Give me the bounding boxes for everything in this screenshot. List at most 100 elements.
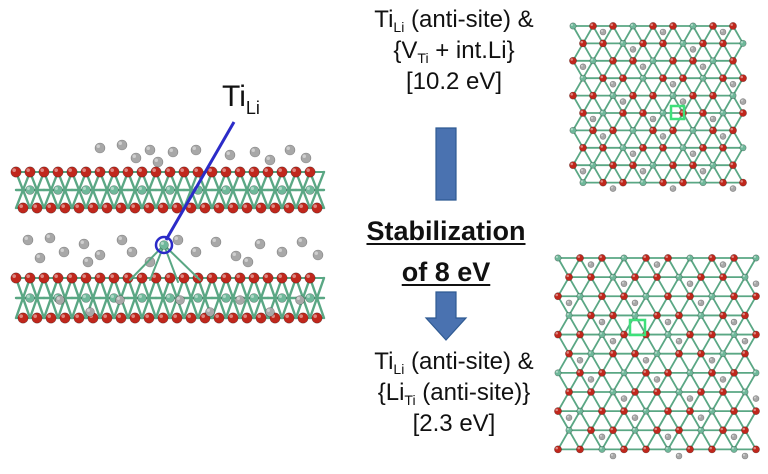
o-atom-shine [588, 274, 591, 278]
bond [711, 371, 724, 393]
ti-atom-shine [570, 23, 573, 26]
o-atom-shine [698, 389, 701, 392]
ti-atom [81, 185, 91, 195]
o-atom [311, 312, 323, 324]
o-atom [52, 272, 64, 284]
o-atom-shine [243, 314, 247, 318]
ti-atom [709, 57, 717, 65]
ti-atom [649, 161, 657, 169]
li-atom-shine [192, 146, 196, 150]
li-atom [739, 98, 747, 105]
o-atom-shine [306, 274, 310, 278]
bond [744, 352, 757, 374]
bond [667, 257, 680, 279]
o-atom [129, 312, 141, 324]
li-atom [729, 185, 737, 192]
li-atom-shine [36, 254, 40, 258]
li-atom-shine [116, 296, 121, 300]
li-atom [659, 133, 667, 140]
o-atom-shine [299, 204, 303, 208]
li-atom [116, 139, 128, 151]
li-atom [689, 46, 697, 53]
o-atom-shine [299, 314, 303, 318]
li-atom [752, 395, 760, 402]
o-atom [598, 292, 606, 301]
li-atom-shine [660, 134, 663, 137]
bond [744, 391, 757, 413]
ti-atom [708, 407, 716, 415]
li-atom [642, 357, 650, 364]
o-atom [213, 202, 225, 214]
ti-atom-shine [731, 447, 734, 450]
bond [579, 276, 592, 298]
ti-atom [589, 57, 597, 65]
bond [722, 295, 735, 317]
bond [601, 429, 614, 451]
o-atom-shine [588, 312, 591, 316]
li-atom-shine [128, 248, 132, 252]
o-atom [576, 445, 584, 454]
li-atom-shine [709, 358, 712, 361]
bond [634, 276, 647, 298]
o-atom [304, 272, 316, 284]
bond [711, 276, 724, 298]
o-atom-shine [610, 162, 613, 166]
ti-atom-shine [577, 408, 580, 412]
o-atom [38, 272, 50, 284]
o-atom [17, 202, 29, 214]
o-atom-shine [180, 274, 184, 278]
lattice-top-view-lower [554, 254, 760, 460]
bond [744, 371, 757, 393]
o-atom-shine [600, 180, 603, 183]
ti-atom-shine [590, 58, 593, 61]
o-atom [565, 349, 573, 358]
o-atom-shine [117, 314, 121, 318]
o-atom-shine [159, 204, 163, 208]
li-atom [639, 63, 647, 71]
ti-atom [277, 185, 287, 195]
o-atom-shine [12, 274, 16, 278]
o-atom [631, 388, 639, 396]
bond [634, 429, 647, 451]
li-atom-shine [154, 158, 158, 162]
bond [557, 391, 570, 413]
o-atom-shine [698, 351, 701, 354]
ti-atom [631, 426, 639, 434]
li-atom [579, 167, 587, 175]
bond [711, 295, 724, 317]
o-atom [664, 292, 672, 301]
o-atom-shine [742, 427, 745, 431]
o-atom-shine [753, 408, 756, 412]
o-atom [609, 161, 617, 170]
o-atom-shine [68, 168, 72, 172]
o-atom-shine [566, 274, 569, 278]
li-atom [675, 452, 683, 460]
bond [702, 59, 714, 80]
li-atom-shine [206, 308, 210, 312]
bond [557, 257, 570, 279]
li-atom-shine [643, 358, 646, 361]
o-atom [653, 426, 661, 435]
li-atom-shine [96, 144, 100, 148]
ti-atom [631, 311, 639, 319]
o-atom [59, 202, 71, 214]
o-atom [234, 272, 246, 284]
li-atom [609, 185, 617, 192]
o-atom-shine [700, 40, 703, 44]
bond [700, 314, 713, 336]
li-atom-shine [720, 134, 723, 137]
o-atom-shine [566, 389, 569, 392]
top-configuration-text: TiLi (anti-site) & {VTi + int.Li} [10.2 … [338, 8, 570, 94]
li-atom [190, 144, 202, 156]
bond [623, 391, 636, 413]
bond [656, 371, 669, 393]
ti-li-pointer-line [164, 121, 236, 241]
li-atom [619, 98, 627, 105]
ti-atom-shine [250, 294, 254, 298]
stabilization-line2: of 8 eV [401, 257, 491, 287]
bond [733, 410, 746, 432]
li-atom-shine [740, 99, 743, 102]
li-atom-shine [665, 319, 668, 323]
ti-atom-shine [650, 162, 653, 166]
o-atom [649, 126, 657, 135]
